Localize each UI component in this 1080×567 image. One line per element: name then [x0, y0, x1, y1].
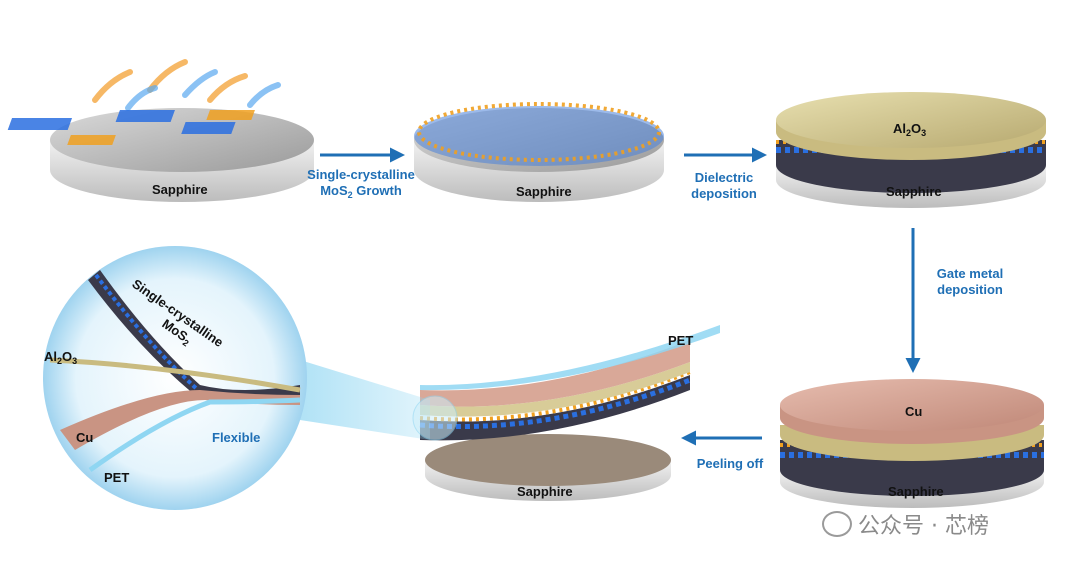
- wafer-1: [50, 108, 314, 202]
- wafer-4: [780, 379, 1044, 508]
- al2o3-label: Al2O3: [893, 121, 927, 138]
- wafer-2: [414, 102, 664, 202]
- sapphire-label-2: Sapphire: [516, 184, 572, 199]
- inset-flexible-label: Flexible: [212, 430, 261, 445]
- inset-al2o3-label: Al2O3: [44, 349, 78, 366]
- sapphire-label-1: Sapphire: [152, 182, 208, 197]
- wechat-icon: [822, 511, 852, 537]
- watermark: 公众号 · 芯榜: [822, 508, 989, 540]
- zoom-spot: [412, 395, 458, 441]
- inset-cu-label: Cu: [76, 430, 94, 445]
- sapphire-label-4: Sapphire: [888, 484, 944, 499]
- watermark-text: 公众号 · 芯榜: [858, 514, 989, 539]
- sapphire-label-5: Sapphire: [517, 484, 573, 499]
- magnification-beam: [300, 360, 430, 440]
- precursor-flux: [92, 59, 281, 111]
- wafer-5: [425, 434, 671, 501]
- inset-layers: [49, 270, 301, 473]
- cu-label: Cu: [905, 404, 923, 419]
- inset-pet-label: PET: [104, 470, 130, 485]
- mos2-islands-1: [7, 110, 255, 145]
- inset-bubble: [43, 246, 307, 510]
- sapphire-label-3: Sapphire: [886, 184, 942, 199]
- pet-label: PET: [668, 333, 694, 348]
- step-4-label: Peeling off: [696, 456, 764, 471]
- wafer-3: [776, 92, 1046, 208]
